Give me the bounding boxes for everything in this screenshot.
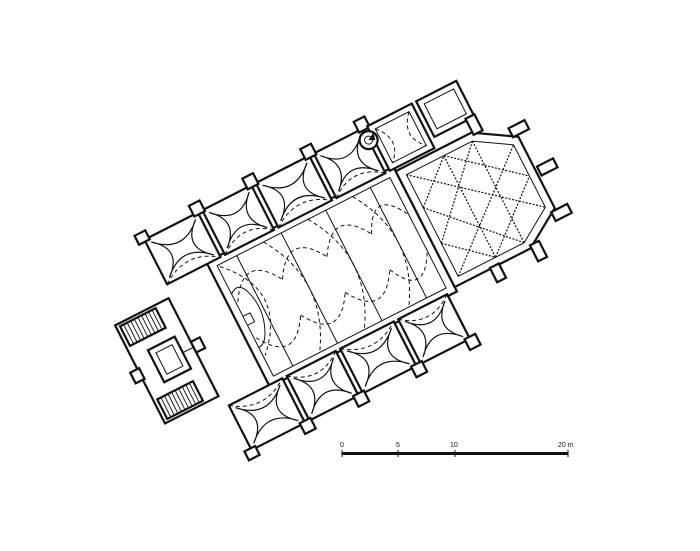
north-stair — [118, 306, 168, 348]
scale-label-20m: 20 m — [558, 442, 574, 449]
net-vault — [406, 140, 546, 277]
scale-label-0: 0 — [340, 442, 344, 449]
north-chapels — [133, 114, 387, 286]
scale-label-10: 10 — [450, 442, 458, 449]
south-chapels — [227, 292, 483, 462]
sacristy — [358, 79, 476, 173]
scale-bar: 0 5 10 20 m — [340, 442, 574, 457]
presbytery — [394, 112, 574, 289]
plan-drawing — [113, 79, 574, 462]
scale-label-5: 5 — [396, 442, 400, 449]
south-stair — [155, 379, 205, 421]
west-front — [113, 296, 220, 425]
